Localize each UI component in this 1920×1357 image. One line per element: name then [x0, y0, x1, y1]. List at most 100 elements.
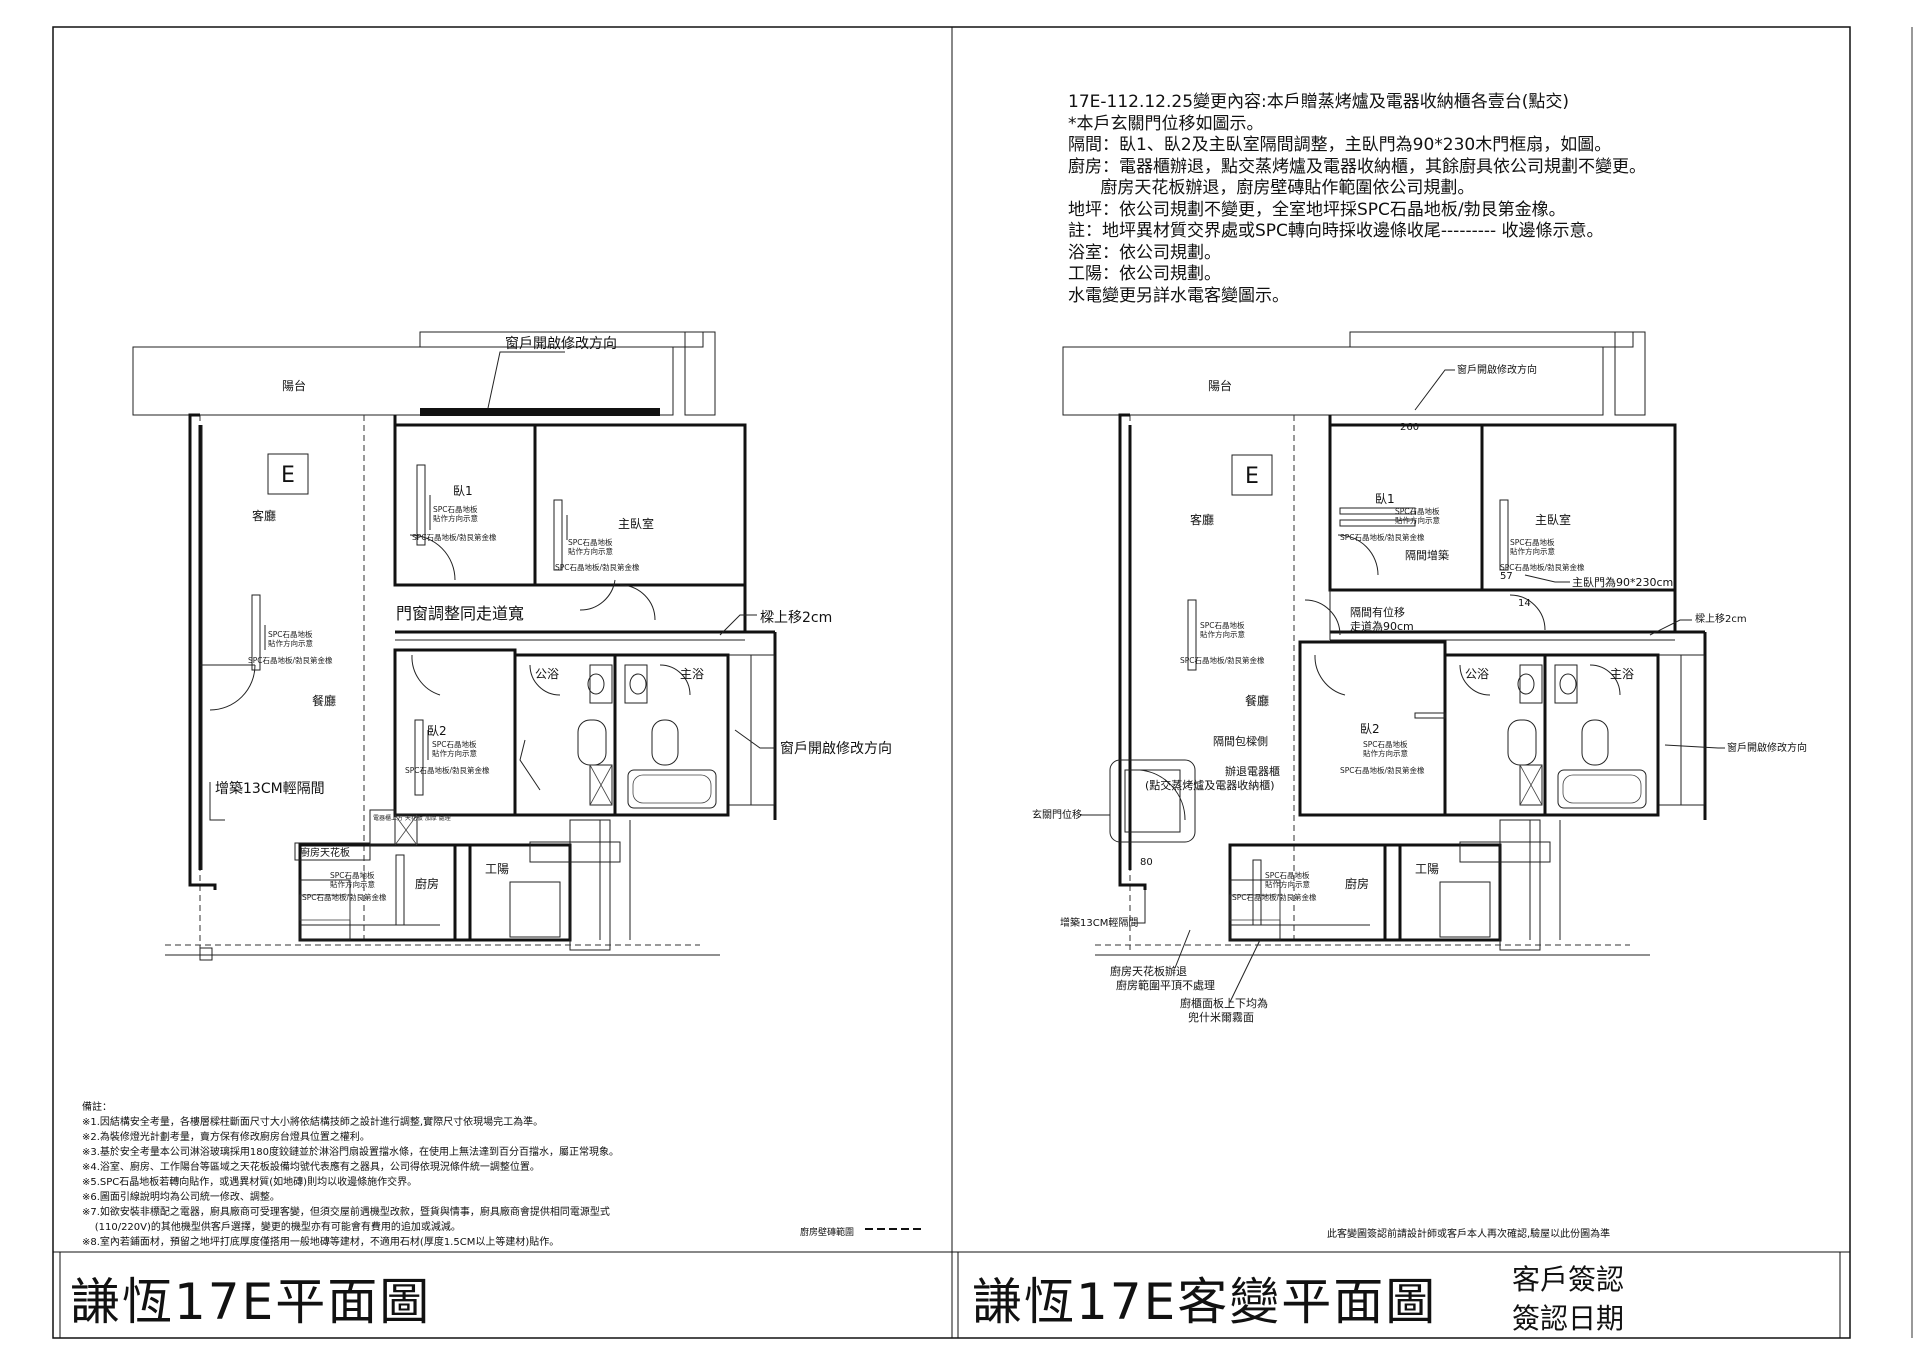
change-note-1: 17E-112.12.25變更內容:本戶贈蒸烤爐及電器收納櫃各壹台(點交): [1068, 92, 1570, 112]
left-floor-notes: SPC石晶地板 貼作方向示意 SPC石晶地板/勃艮第金橡 SPC石晶地板 貼作方…: [248, 504, 640, 902]
change-note-3: 隔間：臥1、臥2及主臥室隔間調整，主臥門為90*230木門框扇，如圖。: [1068, 135, 1612, 155]
balcony-label-right: 陽台: [1208, 378, 1232, 393]
dining-label-right: 餐廳: [1245, 693, 1269, 708]
svg-text:SPC石晶地板: SPC石晶地板: [432, 739, 477, 749]
dining-label: 餐廳: [312, 693, 336, 708]
utility-label: 工陽: [485, 862, 509, 876]
change-note-8: 浴室：依公司規劃。: [1068, 242, 1221, 263]
sign-date-label: 簽認日期: [1512, 1302, 1625, 1335]
svg-text:SPC石晶地板/勃艮第金橡: SPC石晶地板/勃艮第金橡: [302, 892, 387, 902]
remarks-block: 備註：※1.因結構安全考量，各樓層樑柱斷面尺寸大小將依結構技師之設計進行調整,實…: [82, 1100, 619, 1250]
confirm-note: 此客變圖簽認前請設計師或客戶本人再次確認,驗屋以此份圖為準: [1327, 1229, 1611, 1240]
unit-label: E: [281, 463, 295, 488]
svg-text:貼作方向示意: 貼作方向示意: [1510, 546, 1555, 556]
change-note-2: *本戶玄關門位移如圖示。: [1068, 113, 1264, 134]
left-floor-plan: E 陽台 客廳 餐廳 臥1 主臥室 臥2 公浴 主浴 廚房 工陽 SPC石晶地板…: [132, 331, 892, 961]
svg-text:SPC石晶地板/勃艮第金橡: SPC石晶地板/勃艮第金橡: [1500, 562, 1585, 572]
bedroom2-label: 臥2: [427, 724, 447, 738]
svg-text:貼作方向示意: 貼作方向示意: [433, 513, 478, 523]
svg-text:貼作方向示意: 貼作方向示意: [1200, 629, 1245, 639]
svg-text:貼作方向示意: 貼作方向示意: [1395, 515, 1440, 525]
bedroom2-wall: [393, 648, 517, 817]
master-bath-label: 主浴: [680, 667, 704, 681]
master-label: 主臥室: [618, 516, 654, 531]
partition-add-callout: 隔間增築: [1405, 548, 1449, 562]
window-change-callout-top: 窗戶開啟修改方向: [505, 335, 617, 352]
svg-text:SPC石晶地板/勃艮第金橡: SPC石晶地板/勃艮第金橡: [405, 765, 490, 775]
svg-text:貼作方向示意: 貼作方向示意: [1265, 879, 1310, 889]
svg-text:SPC石晶地板/勃艮第金橡: SPC石晶地板/勃艮第金橡: [1340, 532, 1425, 542]
master-bath-wall: [613, 653, 730, 817]
window-change-callout-right: 窗戶開啟修改方向: [780, 740, 892, 757]
kitchen-ceiling-label: 廚房天花板: [300, 846, 350, 859]
remark-1: ※1.因結構安全考量，各樓層樑柱斷面尺寸大小將依結構技師之設計進行調整,實際尺寸…: [82, 1117, 544, 1128]
partition-callout: 增築13CM輕隔間: [215, 781, 325, 797]
svg-text:SPC石晶地板: SPC石晶地板: [568, 537, 613, 547]
remark-6: ※6.圖面引線說明均為公司統一修改、調整。: [82, 1192, 280, 1203]
utility-wall: [453, 843, 572, 942]
remark-4: ※4.浴室、廚房、工作陽台等區域之天花板設備均號代表應有之器具，公司得依現況條件…: [82, 1162, 540, 1173]
kitchen-label-right: 廚房: [1345, 876, 1369, 891]
legend-label: 廚房壁磚範圍: [800, 1228, 855, 1238]
svg-text:SPC石晶地板: SPC石晶地板: [1265, 870, 1310, 880]
svg-text:SPC石晶地板/勃艮第金橡: SPC石晶地板/勃艮第金橡: [1232, 892, 1317, 902]
window-change-callout-right-r: 窗戶開啟修改方向: [1727, 741, 1807, 754]
master-door-callout: 主臥門為90*230cm: [1572, 575, 1673, 589]
svg-text:SPC石晶地板/勃艮第金橡: SPC石晶地板/勃艮第金橡: [555, 562, 640, 572]
change-note-5: 廚房天花板辦退，廚房壁磚貼作範圍依公司規劃。: [1068, 178, 1475, 198]
svg-text:SPC石晶地板: SPC石晶地板: [1363, 739, 1408, 749]
delivered-callout: (點交蒸烤爐及電器收納櫃): [1145, 778, 1275, 792]
right-floor-notes: SPC石晶地板 貼作方向示意 SPC石晶地板/勃艮第金橡 SPC石晶地板 貼作方…: [1180, 506, 1585, 902]
entrance-shift-callout: 玄關門位移: [1032, 808, 1082, 821]
bedroom2-label-right: 臥2: [1360, 722, 1380, 736]
svg-text:貼作方向示意: 貼作方向示意: [1363, 748, 1408, 758]
svg-text:SPC石晶地板/勃艮第金橡: SPC石晶地板/勃艮第金橡: [412, 532, 497, 542]
remark-7: ※7.如欲安裝非標配之電器，廚具廠商可受理客變，但須交屋前遇機型改款，暨貨與情事…: [82, 1207, 610, 1218]
right-floor-plan: E 陽台 客廳 餐廳 臥1 主臥室 臥2 公浴 主浴 廚房 工陽 SPC石晶地板…: [1032, 331, 1807, 1024]
remark-5: ※5.SPC石晶地板若轉向貼作，或遇異材質(如地磚)則均以收邊條施作交界。: [82, 1177, 418, 1188]
remark-2: ※2.為裝修燈光計劃考量，賣方保有修改廚房台燈具位置之權利。: [82, 1132, 370, 1143]
change-notes-block: 17E-112.12.25變更內容:本戶贈蒸烤爐及電器收納櫃各壹台(點交)*本戶…: [1068, 92, 1646, 307]
svg-text:貼作方向示意: 貼作方向示意: [568, 546, 613, 556]
public-bath-wall: [513, 653, 617, 817]
svg-text:貼作方向示意: 貼作方向示意: [432, 748, 477, 758]
dim-80: 80: [1140, 857, 1153, 868]
dim-260: 260: [1400, 422, 1419, 433]
svg-text:SPC石晶地板: SPC石晶地板: [268, 629, 313, 639]
cabinet-panel-callout-2: 兜什米爾霧面: [1188, 1010, 1254, 1024]
ceiling-scope-callout: 廚房範圍平頂不處理: [1116, 978, 1215, 992]
kitchen-label: 廚房: [415, 876, 439, 891]
change-note-4: 廚房：電器櫃辦退，點交蒸烤爐及電器收納櫃，其餘廚具依公司規劃不變更。: [1068, 156, 1646, 177]
utility-label-right: 工陽: [1415, 862, 1439, 876]
corridor-callout: 走道為90cm: [1350, 619, 1414, 633]
partition-shift-callout: 隔間有位移: [1350, 605, 1405, 619]
bedroom1-label: 臥1: [453, 484, 473, 498]
customer-sign-label: 客戶簽認: [1512, 1263, 1625, 1296]
right-sheet-title: 謙恆17E客變平面圖: [972, 1273, 1438, 1331]
svg-text:SPC石晶地板/勃艮第金橡: SPC石晶地板/勃艮第金橡: [1340, 765, 1425, 775]
master-label-right: 主臥室: [1535, 512, 1571, 527]
remark-3: ※3.基於安全考量本公司淋浴玻璃採用180度鉸鏈並於淋浴門扇設置擋水條，在使用上…: [82, 1147, 620, 1158]
svg-text:貼作方向示意: 貼作方向示意: [330, 879, 375, 889]
svg-text:SPC石晶地板/勃艮第金橡: SPC石晶地板/勃艮第金橡: [248, 655, 333, 665]
living-label: 客廳: [252, 508, 276, 523]
remark-7b: (110/220V)的其他機型供客戶選擇，變更的機型亦有可能會有費用的追加或減減…: [82, 1222, 461, 1233]
svg-text:SPC石晶地板: SPC石晶地板: [330, 870, 375, 880]
change-note-9: 工陽：依公司規劃。: [1068, 264, 1221, 284]
beam-callout: 樑上移2cm: [760, 610, 832, 626]
svg-text:貼作方向示意: 貼作方向示意: [268, 638, 313, 648]
window-change-callout-top-right: 窗戶開啟修改方向: [1457, 363, 1537, 376]
dim-57: 57: [1500, 571, 1513, 582]
living-label-right: 客廳: [1190, 512, 1214, 527]
public-bath-label-right: 公浴: [1465, 667, 1489, 681]
beam-callout-right: 樑上移2cm: [1695, 612, 1747, 625]
public-bath-label: 公浴: [535, 667, 559, 681]
svg-text:SPC石晶地板/勃艮第金橡: SPC石晶地板/勃艮第金橡: [1180, 655, 1265, 665]
change-note-10: 水電變更另詳水電客變圖示。: [1068, 285, 1289, 306]
partition13-callout: 增築13CM輕隔間: [1060, 916, 1138, 929]
svg-text:SPC石晶地板: SPC石晶地板: [433, 504, 478, 514]
svg-text:SPC石晶地板: SPC石晶地板: [1200, 620, 1245, 630]
door-adjust-callout: 門窗調整同走道寬: [396, 604, 524, 623]
ceiling-note: 電器櫃上方 天花板 加厚 處理: [373, 814, 451, 822]
wrap-beam-callout: 隔間包樑側: [1213, 735, 1268, 748]
